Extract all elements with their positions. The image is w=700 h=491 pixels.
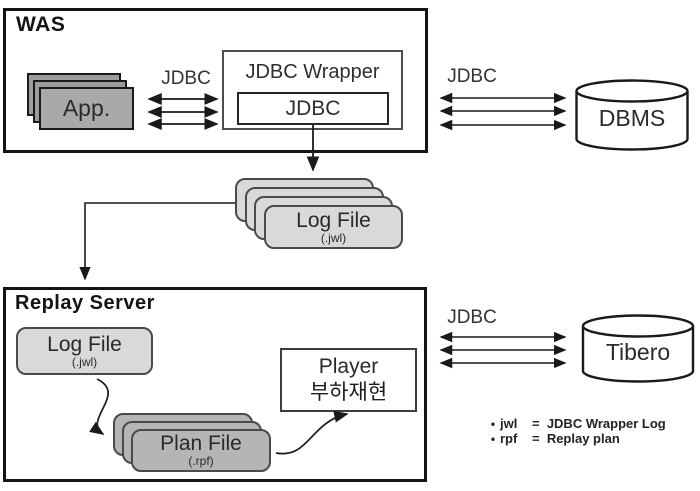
app-card-front: App. — [39, 87, 134, 130]
tibero-label: Tibero — [606, 339, 670, 365]
dbms-label: DBMS — [599, 105, 665, 131]
dbms-cylinder: DBMS — [575, 79, 689, 151]
bullet-icon: • — [490, 417, 496, 431]
player-title: Player — [318, 354, 379, 378]
log-stack-ext: (.jwl) — [320, 230, 347, 245]
jdbc-inner-box: JDBC — [237, 92, 389, 125]
legend-def-jwl: = JDBC Wrapper Log — [532, 416, 666, 431]
plan-stack-title: Plan File — [160, 432, 242, 456]
logstack-to-replay-arrow — [79, 202, 235, 281]
log-stack-title: Log File — [296, 208, 371, 232]
legend: • jwl = JDBC Wrapper Log • rpf = Replay … — [486, 416, 666, 446]
legend-row-rpf: • rpf = Replay plan — [486, 431, 666, 446]
jdbc-link-label-dbms: JDBC — [447, 66, 497, 87]
replay-server-box — [3, 287, 427, 482]
app-label: App. — [62, 95, 111, 121]
jdbc-inner-label: JDBC — [285, 96, 341, 120]
player-subtitle: 부하재현 — [309, 381, 388, 404]
replay-tibero-jdbc-arrows — [439, 331, 567, 369]
jdbc-wrapper-box: JDBC Wrapper JDBC — [222, 50, 403, 130]
legend-term-jwl: jwl — [500, 416, 518, 431]
legend-row-jwl: • jwl = JDBC Wrapper Log — [486, 416, 666, 431]
replay-log-file-title: Log File — [47, 332, 122, 356]
was-title: WAS — [16, 13, 66, 36]
tibero-cylinder: Tibero — [581, 314, 695, 383]
plan-stack-ext: (.rpf) — [188, 454, 214, 469]
replay-server-title: Replay Server — [15, 292, 155, 314]
wrapper-dbms-jdbc-arrows — [439, 92, 567, 131]
bullet-icon: • — [490, 432, 496, 446]
jdbc-wrapper-title: JDBC Wrapper — [245, 61, 380, 83]
log-stack-card-front: Log File (.jwl) — [264, 205, 403, 249]
legend-term-rpf: rpf — [500, 431, 518, 446]
player-box: Player 부하재현 — [280, 348, 417, 412]
jdbc-link-label-tibero: JDBC — [447, 307, 497, 328]
legend-def-rpf: = Replay plan — [532, 431, 620, 446]
replay-log-file-ext: (.jwl) — [71, 354, 98, 369]
plan-stack-card-front: Plan File (.rpf) — [131, 429, 271, 472]
replay-log-file-card: Log File (.jwl) — [16, 327, 153, 375]
jdbc-link-label-left: JDBC — [161, 68, 211, 89]
was-box — [3, 8, 428, 153]
